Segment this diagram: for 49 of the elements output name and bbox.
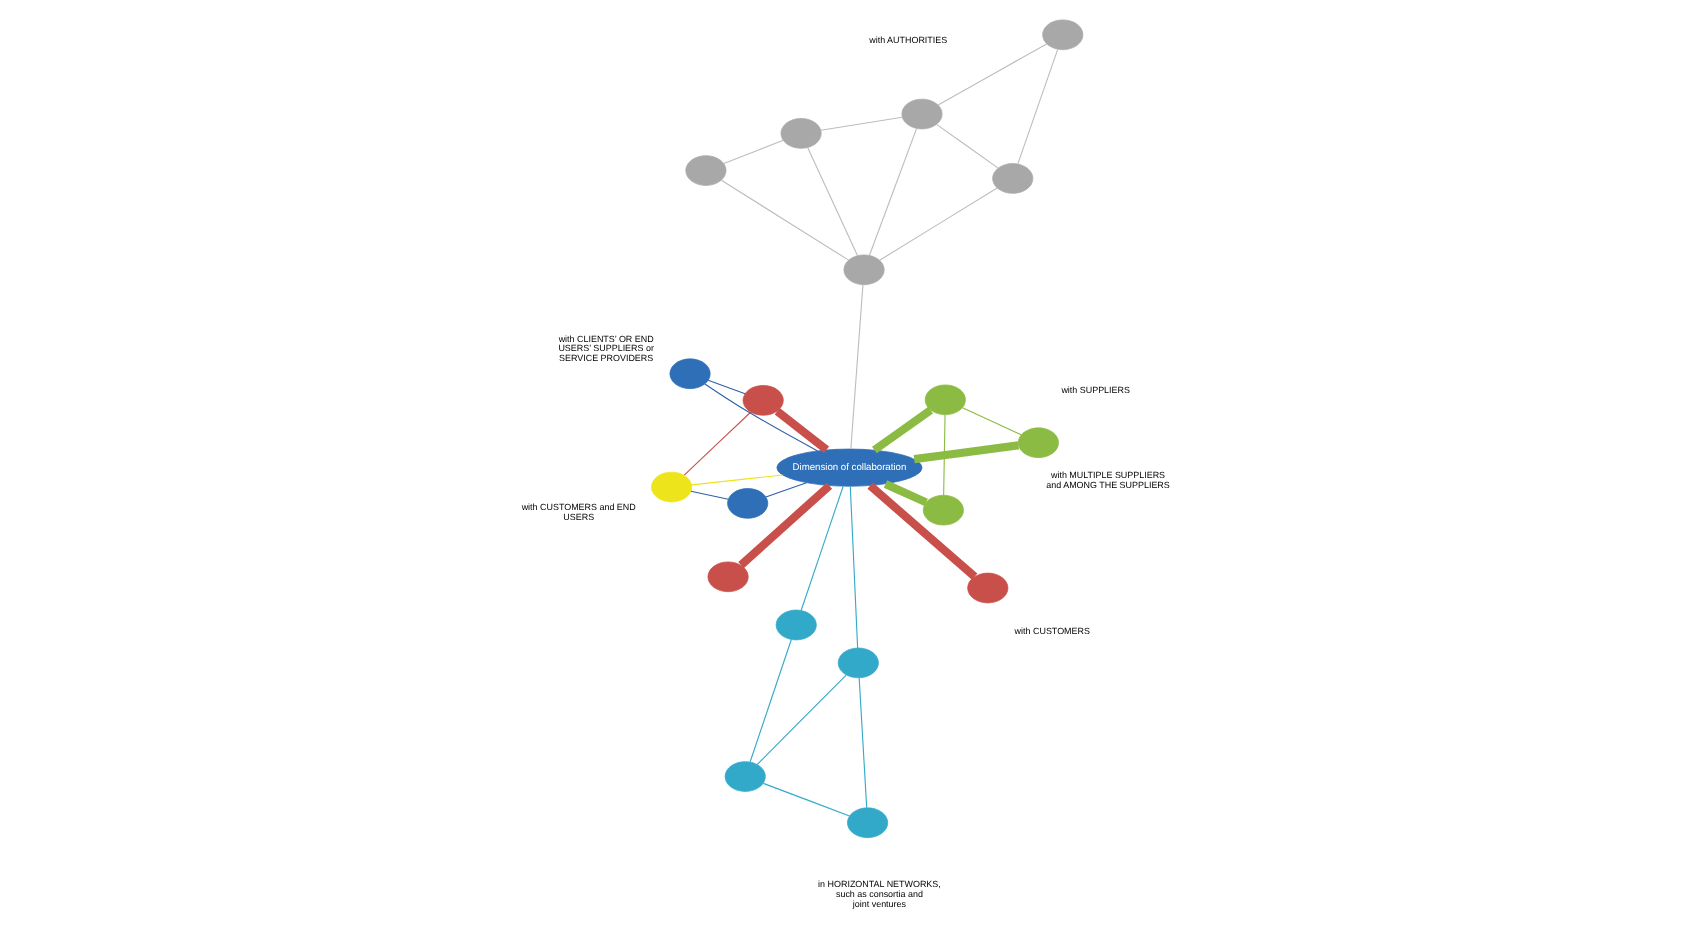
node-circle	[651, 471, 693, 503]
connector	[707, 379, 746, 395]
node-circle	[847, 807, 889, 838]
connector	[704, 383, 819, 452]
connector	[749, 638, 792, 763]
connector	[937, 43, 1048, 106]
node-circle	[780, 118, 822, 149]
connector	[820, 116, 903, 131]
node-circle	[843, 254, 885, 286]
node-circle	[1017, 427, 1059, 459]
connector	[807, 146, 858, 257]
node-circle	[922, 494, 964, 526]
node-circle	[707, 561, 749, 593]
node-circle	[1042, 19, 1084, 51]
node-circle	[901, 98, 943, 130]
connector	[690, 490, 729, 500]
connector	[765, 482, 808, 498]
connector	[800, 485, 844, 611]
connector	[849, 485, 859, 649]
connector	[1017, 48, 1059, 165]
node-circle	[724, 761, 766, 792]
connector	[961, 407, 1022, 436]
node-circle	[727, 488, 769, 519]
node-circle	[669, 358, 711, 390]
connector	[756, 674, 847, 766]
connector	[762, 782, 851, 817]
connector	[868, 127, 918, 256]
node-circle	[685, 155, 727, 186]
connector	[774, 408, 830, 454]
node-circle	[924, 384, 966, 416]
connector	[683, 411, 752, 476]
connector	[858, 677, 868, 809]
connector	[872, 406, 933, 454]
node-circle	[837, 647, 879, 679]
node-circle	[967, 572, 1009, 604]
node-circle	[775, 609, 817, 641]
connector	[935, 123, 999, 169]
connector	[850, 284, 864, 450]
connector	[943, 414, 946, 496]
connector	[879, 187, 998, 261]
node-circle	[992, 163, 1034, 194]
node-circle	[742, 385, 784, 416]
connector	[867, 482, 978, 580]
connector	[738, 482, 833, 569]
connector	[723, 139, 784, 165]
connector	[720, 179, 850, 261]
connector	[913, 441, 1020, 464]
connector	[883, 480, 928, 507]
connector	[691, 474, 783, 486]
